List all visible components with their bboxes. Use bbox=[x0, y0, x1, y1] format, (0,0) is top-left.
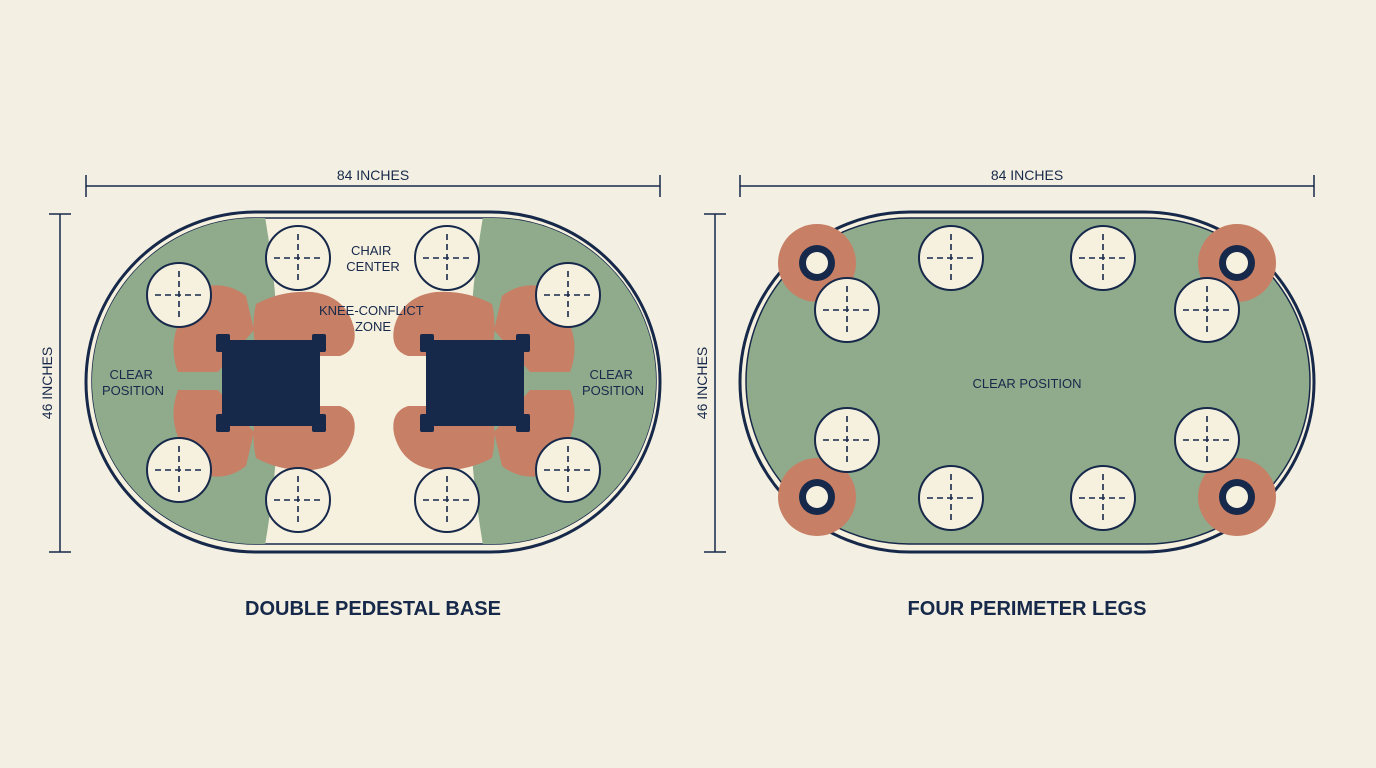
right-caption: FOUR PERIMETER LEGS bbox=[908, 598, 1147, 620]
chair-center-marker bbox=[1174, 277, 1240, 343]
clear-position-label-right: CLEAR POSITION bbox=[582, 367, 644, 398]
chair-center-label: CHAIR CENTER bbox=[346, 243, 399, 274]
width-dimension bbox=[85, 175, 661, 197]
chair-center-marker bbox=[814, 277, 880, 343]
knee-conflict-label: KNEE-CONFLICT ZONE bbox=[319, 303, 427, 334]
chair-markers bbox=[814, 225, 1240, 531]
chair-center-marker bbox=[1070, 225, 1136, 291]
chair-center-marker bbox=[918, 465, 984, 531]
table-leg bbox=[778, 458, 856, 536]
clear-position-label-left: CLEAR POSITION bbox=[102, 367, 164, 398]
width-label: 84 INCHES bbox=[991, 167, 1063, 183]
double-pedestal-diagram: 84 INCHES 46 INCHES bbox=[39, 167, 662, 620]
chair-center-marker bbox=[1174, 407, 1240, 473]
chair-center-marker bbox=[146, 437, 212, 503]
chair-center-marker bbox=[414, 225, 480, 291]
width-dimension bbox=[739, 175, 1315, 197]
chair-center-marker bbox=[1070, 465, 1136, 531]
pedestal-left bbox=[216, 334, 326, 432]
chair-center-marker bbox=[535, 437, 601, 503]
chair-markers bbox=[146, 225, 601, 533]
height-label: 46 INCHES bbox=[39, 347, 55, 419]
left-caption: DOUBLE PEDESTAL BASE bbox=[245, 598, 501, 620]
chair-center-marker bbox=[265, 467, 331, 533]
clear-position-label: CLEAR POSITION bbox=[972, 376, 1081, 391]
chair-center-marker bbox=[918, 225, 984, 291]
pedestal-right bbox=[420, 334, 530, 432]
height-dimension bbox=[49, 213, 71, 553]
height-dimension bbox=[704, 213, 726, 553]
height-label: 46 INCHES bbox=[694, 347, 710, 419]
chair-center-marker bbox=[535, 262, 601, 328]
chair-center-marker bbox=[414, 467, 480, 533]
width-label: 84 INCHES bbox=[337, 167, 409, 183]
chair-center-marker bbox=[814, 407, 880, 473]
table-leg bbox=[1198, 458, 1276, 536]
clear-zone bbox=[745, 217, 1311, 545]
four-leg-diagram: 84 INCHES 46 INCHES CLEAR POSITION FOUR … bbox=[694, 167, 1316, 620]
chair-center-marker bbox=[146, 262, 212, 328]
chair-center-marker bbox=[265, 225, 331, 291]
